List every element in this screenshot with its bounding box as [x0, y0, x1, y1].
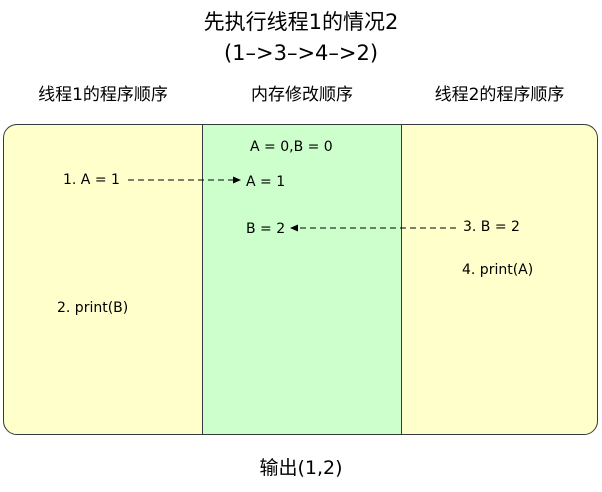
diagram-title: 先执行线程1的情况2	[203, 10, 399, 34]
memory-a-write: A = 1	[246, 174, 286, 190]
thread2-step4: 4. print(A)	[462, 262, 534, 278]
memory-initial-state: A = 0,B = 0	[250, 139, 333, 155]
arrow-a-write	[128, 176, 241, 184]
execution-order: (1–>3–>4–>2)	[223, 41, 379, 65]
thread1-panel	[3, 124, 203, 435]
memory-header: 内存修改顺序	[251, 85, 353, 105]
thread1-step1: 1. A = 1	[63, 172, 120, 188]
thread2-header: 线程2的程序顺序	[434, 85, 565, 105]
memory-panel	[202, 124, 402, 435]
thread2-step3: 3. B = 2	[463, 219, 520, 235]
memory-b-write: B = 2	[246, 221, 286, 237]
arrow-b-write	[290, 224, 456, 232]
output-label: 输出(1,2)	[259, 457, 343, 479]
thread1-header: 线程1的程序顺序	[38, 85, 168, 105]
thread1-step2: 2. print(B)	[57, 300, 129, 316]
thread2-panel	[401, 124, 598, 435]
